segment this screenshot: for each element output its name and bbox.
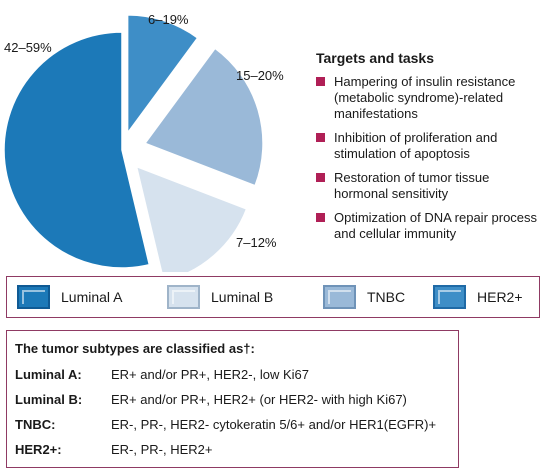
task-item: Optimization of DNA repair process and c…: [316, 210, 544, 242]
legend-label: TNBC: [367, 289, 406, 305]
classification-row: Luminal A: ER+ and/or PR+, HER2-, low Ki6…: [15, 367, 309, 382]
task-text: Inhibition of proliferation and stimulat…: [334, 130, 498, 161]
legend-label: Luminal A: [61, 289, 123, 305]
legend-swatch: [323, 285, 356, 309]
classification-row: Luminal B: ER+ and/or PR+, HER2+ (or HER2…: [15, 392, 407, 407]
subtype-definition: ER+ and/or PR+, HER2+ (or HER2- with hig…: [111, 392, 407, 407]
legend-swatch: [17, 285, 50, 309]
task-item: Inhibition of proliferation and stimulat…: [316, 130, 544, 162]
slice-percentage-label: 6–19%: [148, 12, 189, 27]
legend: Luminal A Luminal B TNBC HER2+: [6, 276, 540, 318]
classification-row: HER2+: ER-, PR-, HER2+: [15, 442, 213, 457]
subtype-term: TNBC:: [15, 417, 56, 432]
task-item: Restoration of tumor tissue hormonal sen…: [316, 170, 544, 202]
task-text: Restoration of tumor tissue hormonal sen…: [334, 170, 490, 201]
slice-percentage-label: 7–12%: [236, 235, 277, 250]
task-text: Hampering of insulin resistance (metabol…: [334, 74, 516, 121]
subtype-term: Luminal A:: [15, 367, 82, 382]
subtype-definition: ER+ and/or PR+, HER2-, low Ki67: [111, 367, 309, 382]
square-bullet-icon: [316, 213, 325, 222]
square-bullet-icon: [316, 133, 325, 142]
pie-chart: 42–59% 6–19% 15–20% 7–12%: [3, 12, 284, 272]
subtype-definition: ER-, PR-, HER2+: [111, 442, 213, 457]
square-bullet-icon: [316, 77, 325, 86]
subtype-term: HER2+:: [15, 442, 62, 457]
subtype-definition: ER-, PR-, HER2- cytokeratin 5/6+ and/or …: [111, 417, 437, 432]
targets-panel: Targets and tasks Hampering of insulin r…: [316, 50, 544, 250]
legend-label: HER2+: [477, 289, 523, 305]
task-item: Hampering of insulin resistance (metabol…: [316, 74, 544, 122]
legend-swatch: [433, 285, 466, 309]
task-text: Optimization of DNA repair process and c…: [334, 210, 538, 241]
legend-swatch: [167, 285, 200, 309]
targets-title: Targets and tasks: [316, 50, 435, 66]
classification-title: The tumor subtypes are classified as†:: [15, 341, 255, 356]
subtype-term: Luminal B:: [15, 392, 83, 407]
pie-slice-tnbc: [143, 47, 264, 187]
classification-box: The tumor subtypes are classified as†: L…: [6, 330, 459, 468]
square-bullet-icon: [316, 173, 325, 182]
pie-slice-her2: [126, 14, 199, 136]
pie-slice-luminal-a: [3, 31, 151, 269]
legend-label: Luminal B: [211, 289, 274, 305]
slice-percentage-label: 42–59%: [4, 40, 52, 55]
pie-slice-luminal-b: [135, 165, 248, 272]
classification-row: TNBC: ER-, PR-, HER2- cytokeratin 5/6+ an…: [15, 417, 436, 432]
slice-percentage-label: 15–20%: [236, 68, 284, 83]
